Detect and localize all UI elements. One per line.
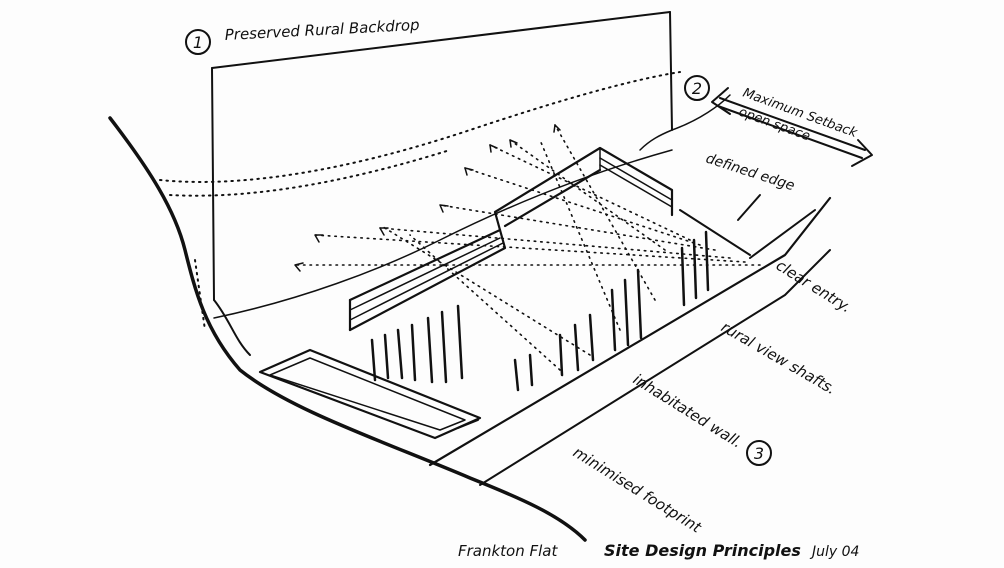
tree-strokes <box>370 230 710 392</box>
defined-edge-label: defined edge <box>704 151 797 195</box>
svg-text:1: 1 <box>193 33 203 52</box>
setback-arrow <box>711 87 873 167</box>
terrain-lines <box>108 94 731 542</box>
road-edge <box>428 194 832 486</box>
marker-1: 1 <box>185 29 211 55</box>
inhabitated-wall-building <box>348 146 751 332</box>
marker-3: 3 <box>746 440 772 466</box>
footer-date: July 04 <box>809 544 859 560</box>
inhabitated-wall-label: inhabitated wall. <box>630 370 746 452</box>
view-shafts-label: rural view shafts. <box>718 318 839 398</box>
minimised-footprint-label: minimised footprint <box>570 443 705 537</box>
rural-backdrop-panel <box>159 11 681 331</box>
footer-title: Site Design Principles <box>604 541 801 560</box>
marker-2: 2 <box>684 75 710 101</box>
footer-place: Frankton Flat <box>458 542 559 560</box>
svg-text:2: 2 <box>692 79 702 98</box>
svg-text:3: 3 <box>754 444 764 463</box>
minimised-footprint-building <box>258 348 482 440</box>
rural-backdrop-label: Preserved Rural Backdrop <box>224 16 420 44</box>
view-shafts <box>294 124 761 371</box>
